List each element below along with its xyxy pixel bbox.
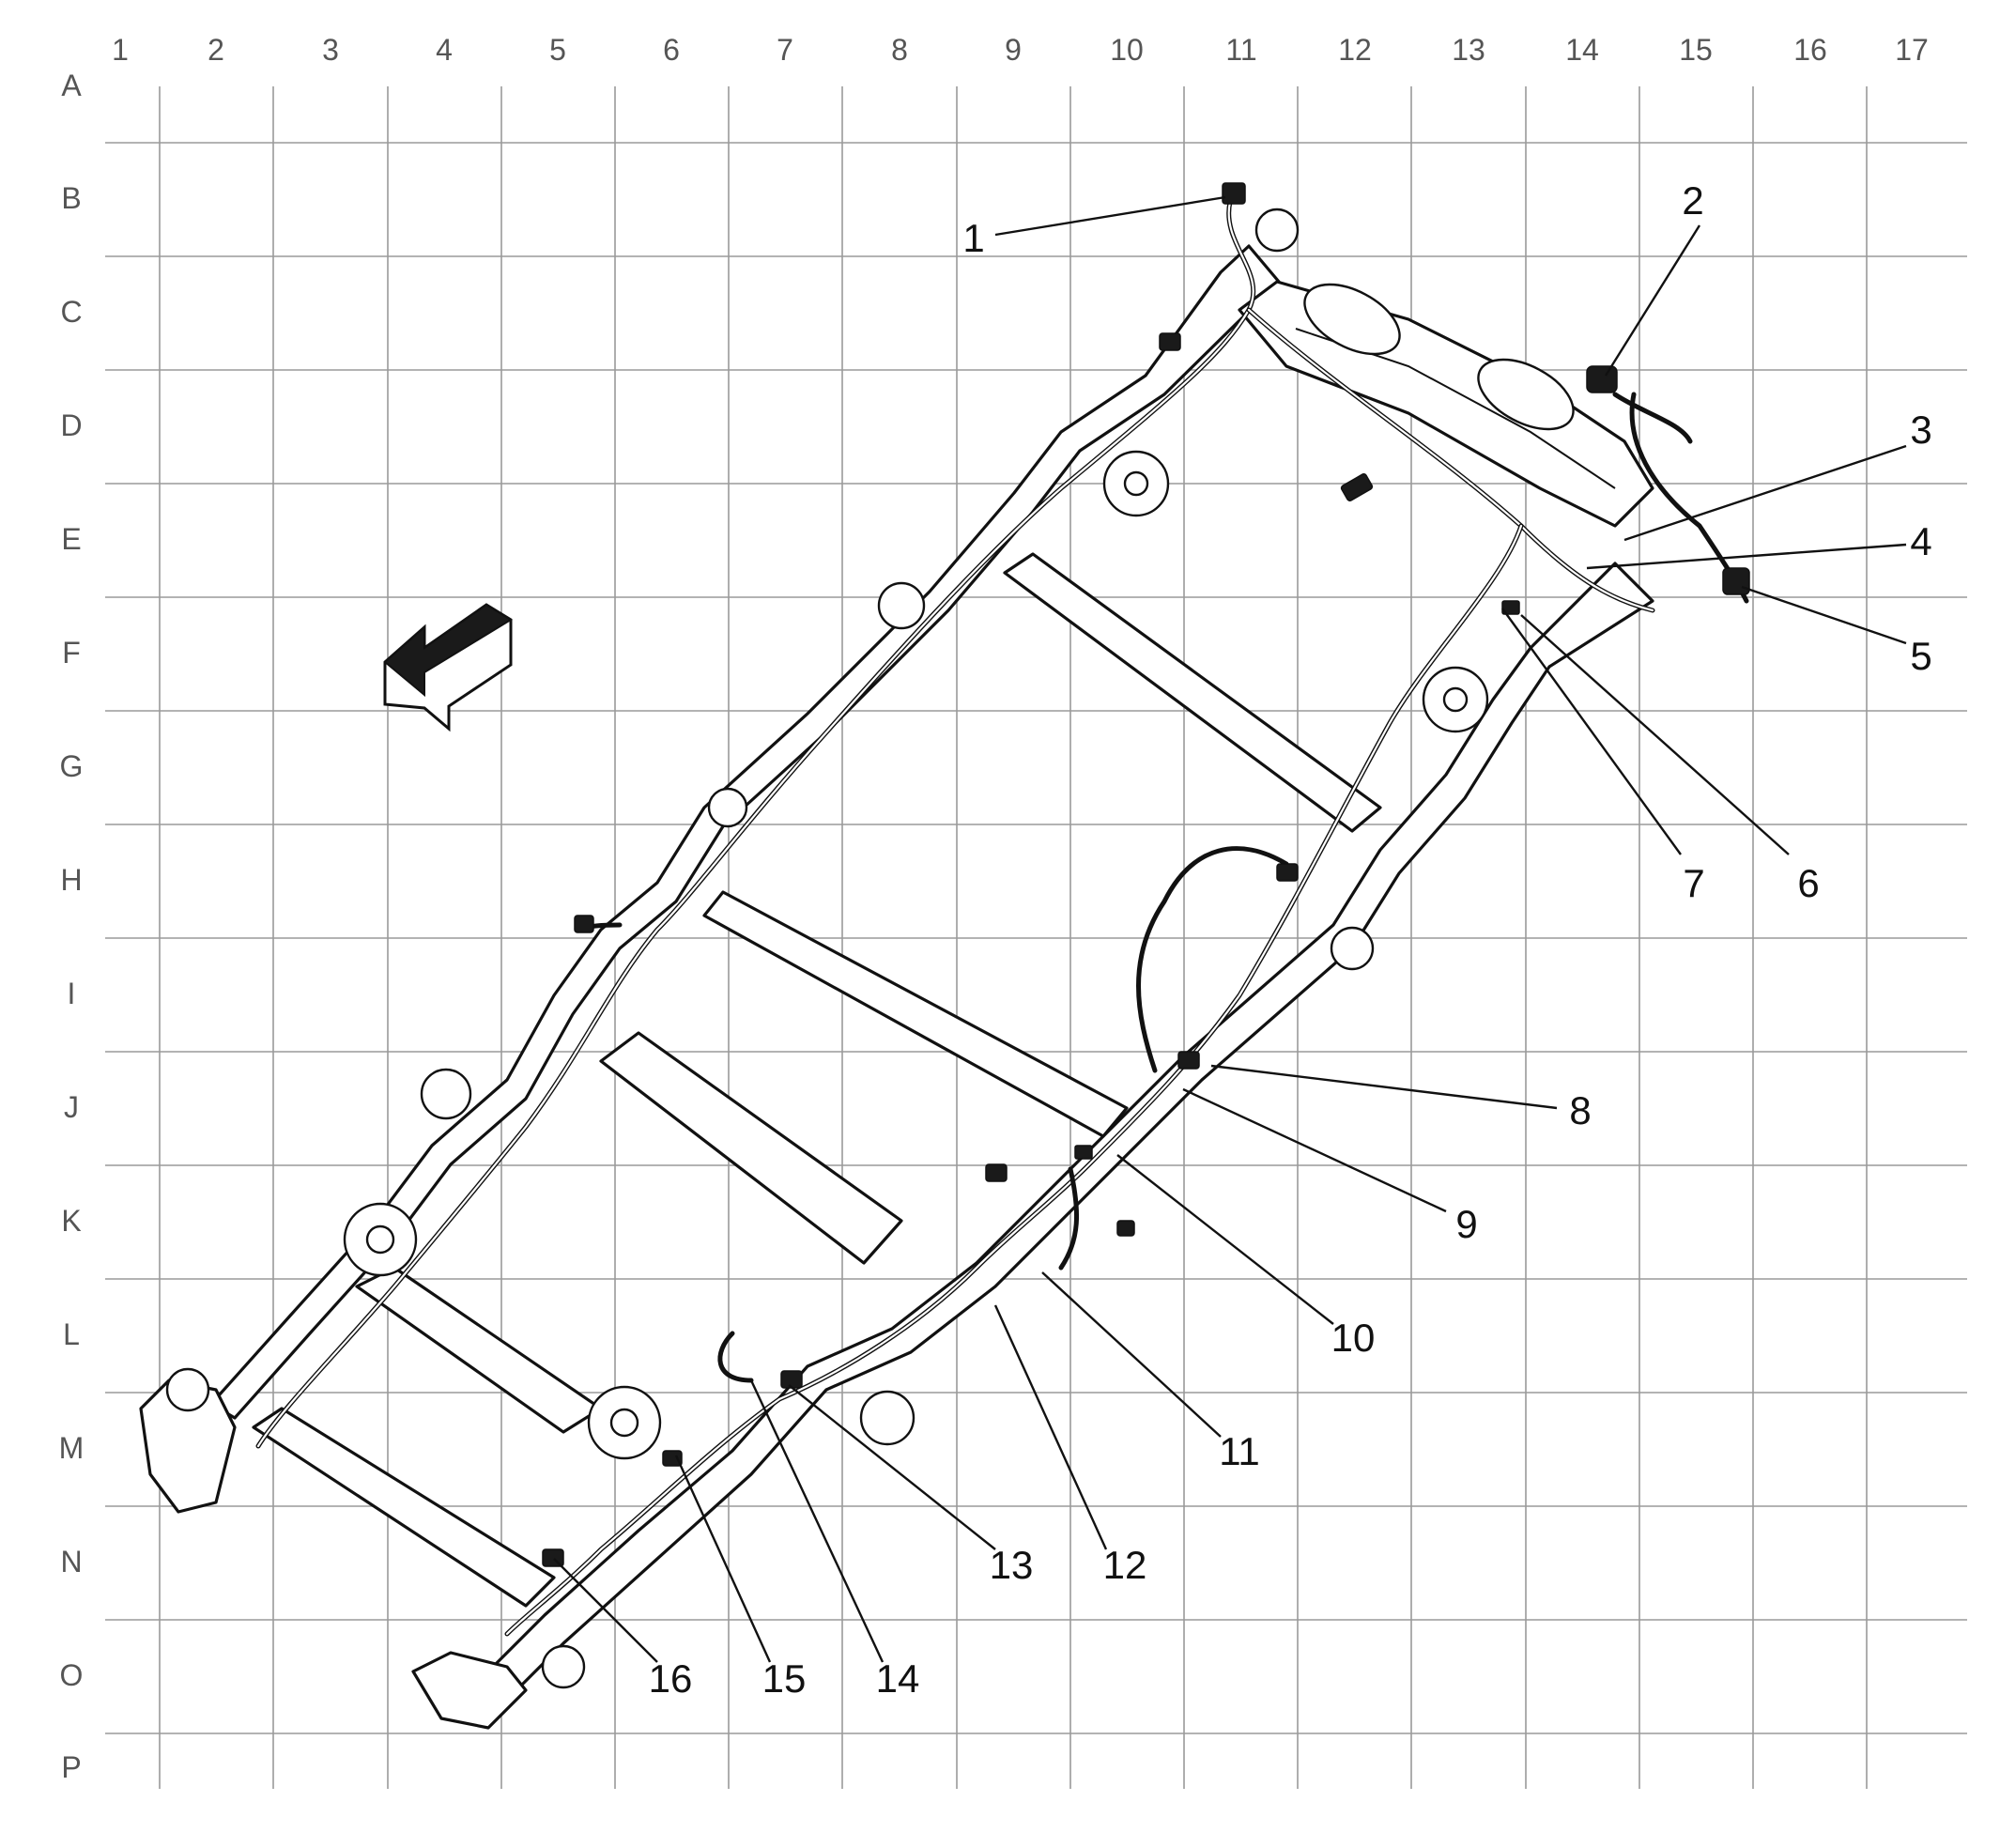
row-label: L: [63, 1317, 80, 1351]
row-label: C: [60, 295, 82, 329]
reference-grid: 1 2 3 4 5 6 7 8 9 10 11 12 13 14 15 16 1…: [59, 33, 1967, 1789]
column-label: 7: [777, 33, 793, 67]
row-label: D: [60, 408, 82, 442]
rear-crossmember-2: [355, 1266, 603, 1434]
row-label: O: [60, 1658, 84, 1692]
harness-connectors: [542, 182, 1750, 1567]
crossmember-3: [599, 1031, 903, 1265]
column-label: 10: [1110, 33, 1144, 67]
callout-4: 4: [1910, 519, 1931, 563]
callout-labels: 1 2 3 4 5 6 7 8 9 10 11 12 13 14 15 16: [649, 178, 1932, 1701]
column-label: 15: [1679, 33, 1713, 67]
callout-5: 5: [1910, 634, 1931, 678]
callout-16: 16: [649, 1656, 693, 1701]
row-label: M: [59, 1431, 85, 1465]
column-label: 6: [663, 33, 680, 67]
front-direction-arrow-icon: [383, 603, 513, 732]
row-label: G: [60, 749, 84, 783]
callout-11: 11: [1219, 1429, 1260, 1473]
callout-14: 14: [876, 1656, 920, 1701]
column-label: 4: [436, 33, 453, 67]
row-label: K: [61, 1204, 81, 1238]
callout-9: 9: [1455, 1202, 1477, 1246]
vehicle-frame: [139, 208, 1654, 1730]
callout-1: 1: [962, 216, 984, 260]
column-label: 14: [1565, 33, 1599, 67]
column-label: 16: [1793, 33, 1827, 67]
row-label: B: [61, 181, 81, 215]
row-label: E: [61, 522, 81, 556]
callout-2: 2: [1682, 178, 1703, 223]
column-label: 2: [208, 33, 224, 67]
callout-8: 8: [1569, 1088, 1591, 1132]
callout-leaders: [553, 195, 1907, 1663]
column-label: 9: [1005, 33, 1022, 67]
column-label: 8: [891, 33, 908, 67]
callout-10: 10: [1331, 1316, 1376, 1360]
column-label: 12: [1338, 33, 1372, 67]
connector-1: [1222, 182, 1246, 205]
callout-7: 7: [1683, 861, 1704, 905]
callout-6: 6: [1797, 861, 1819, 905]
row-label: A: [61, 69, 82, 102]
right-frame-rail: [468, 562, 1654, 1711]
grid-column-labels: 1 2 3 4 5 6 7 8 9 10 11 12 13 14 15 16 1…: [112, 33, 1929, 67]
row-label: N: [60, 1545, 82, 1578]
row-label: H: [60, 863, 82, 897]
connector-2: [1586, 365, 1618, 393]
grid-row-labels: A B C D E F G H I J K L M N O P: [59, 69, 85, 1784]
column-label: 5: [549, 33, 566, 67]
column-label: 1: [112, 33, 129, 67]
row-label: I: [68, 977, 76, 1010]
crossmember-1: [1003, 552, 1382, 833]
crossmember-2: [702, 890, 1129, 1138]
column-label: 17: [1895, 33, 1929, 67]
row-label: P: [61, 1750, 81, 1784]
row-label: J: [64, 1090, 79, 1124]
column-label: 3: [322, 33, 339, 67]
callout-12: 12: [1103, 1543, 1147, 1587]
front-crossmember: [1238, 280, 1654, 528]
callout-13: 13: [990, 1543, 1034, 1587]
row-label: F: [62, 636, 81, 670]
rear-crossmember: [252, 1407, 556, 1608]
column-label: 11: [1225, 33, 1256, 67]
callout-15: 15: [762, 1656, 807, 1701]
chassis-wiring-harness: [255, 199, 1749, 1637]
connector-5: [1722, 567, 1750, 595]
column-label: 13: [1452, 33, 1485, 67]
callout-3: 3: [1910, 408, 1931, 452]
grid-horizontal-lines: [105, 142, 1967, 1734]
